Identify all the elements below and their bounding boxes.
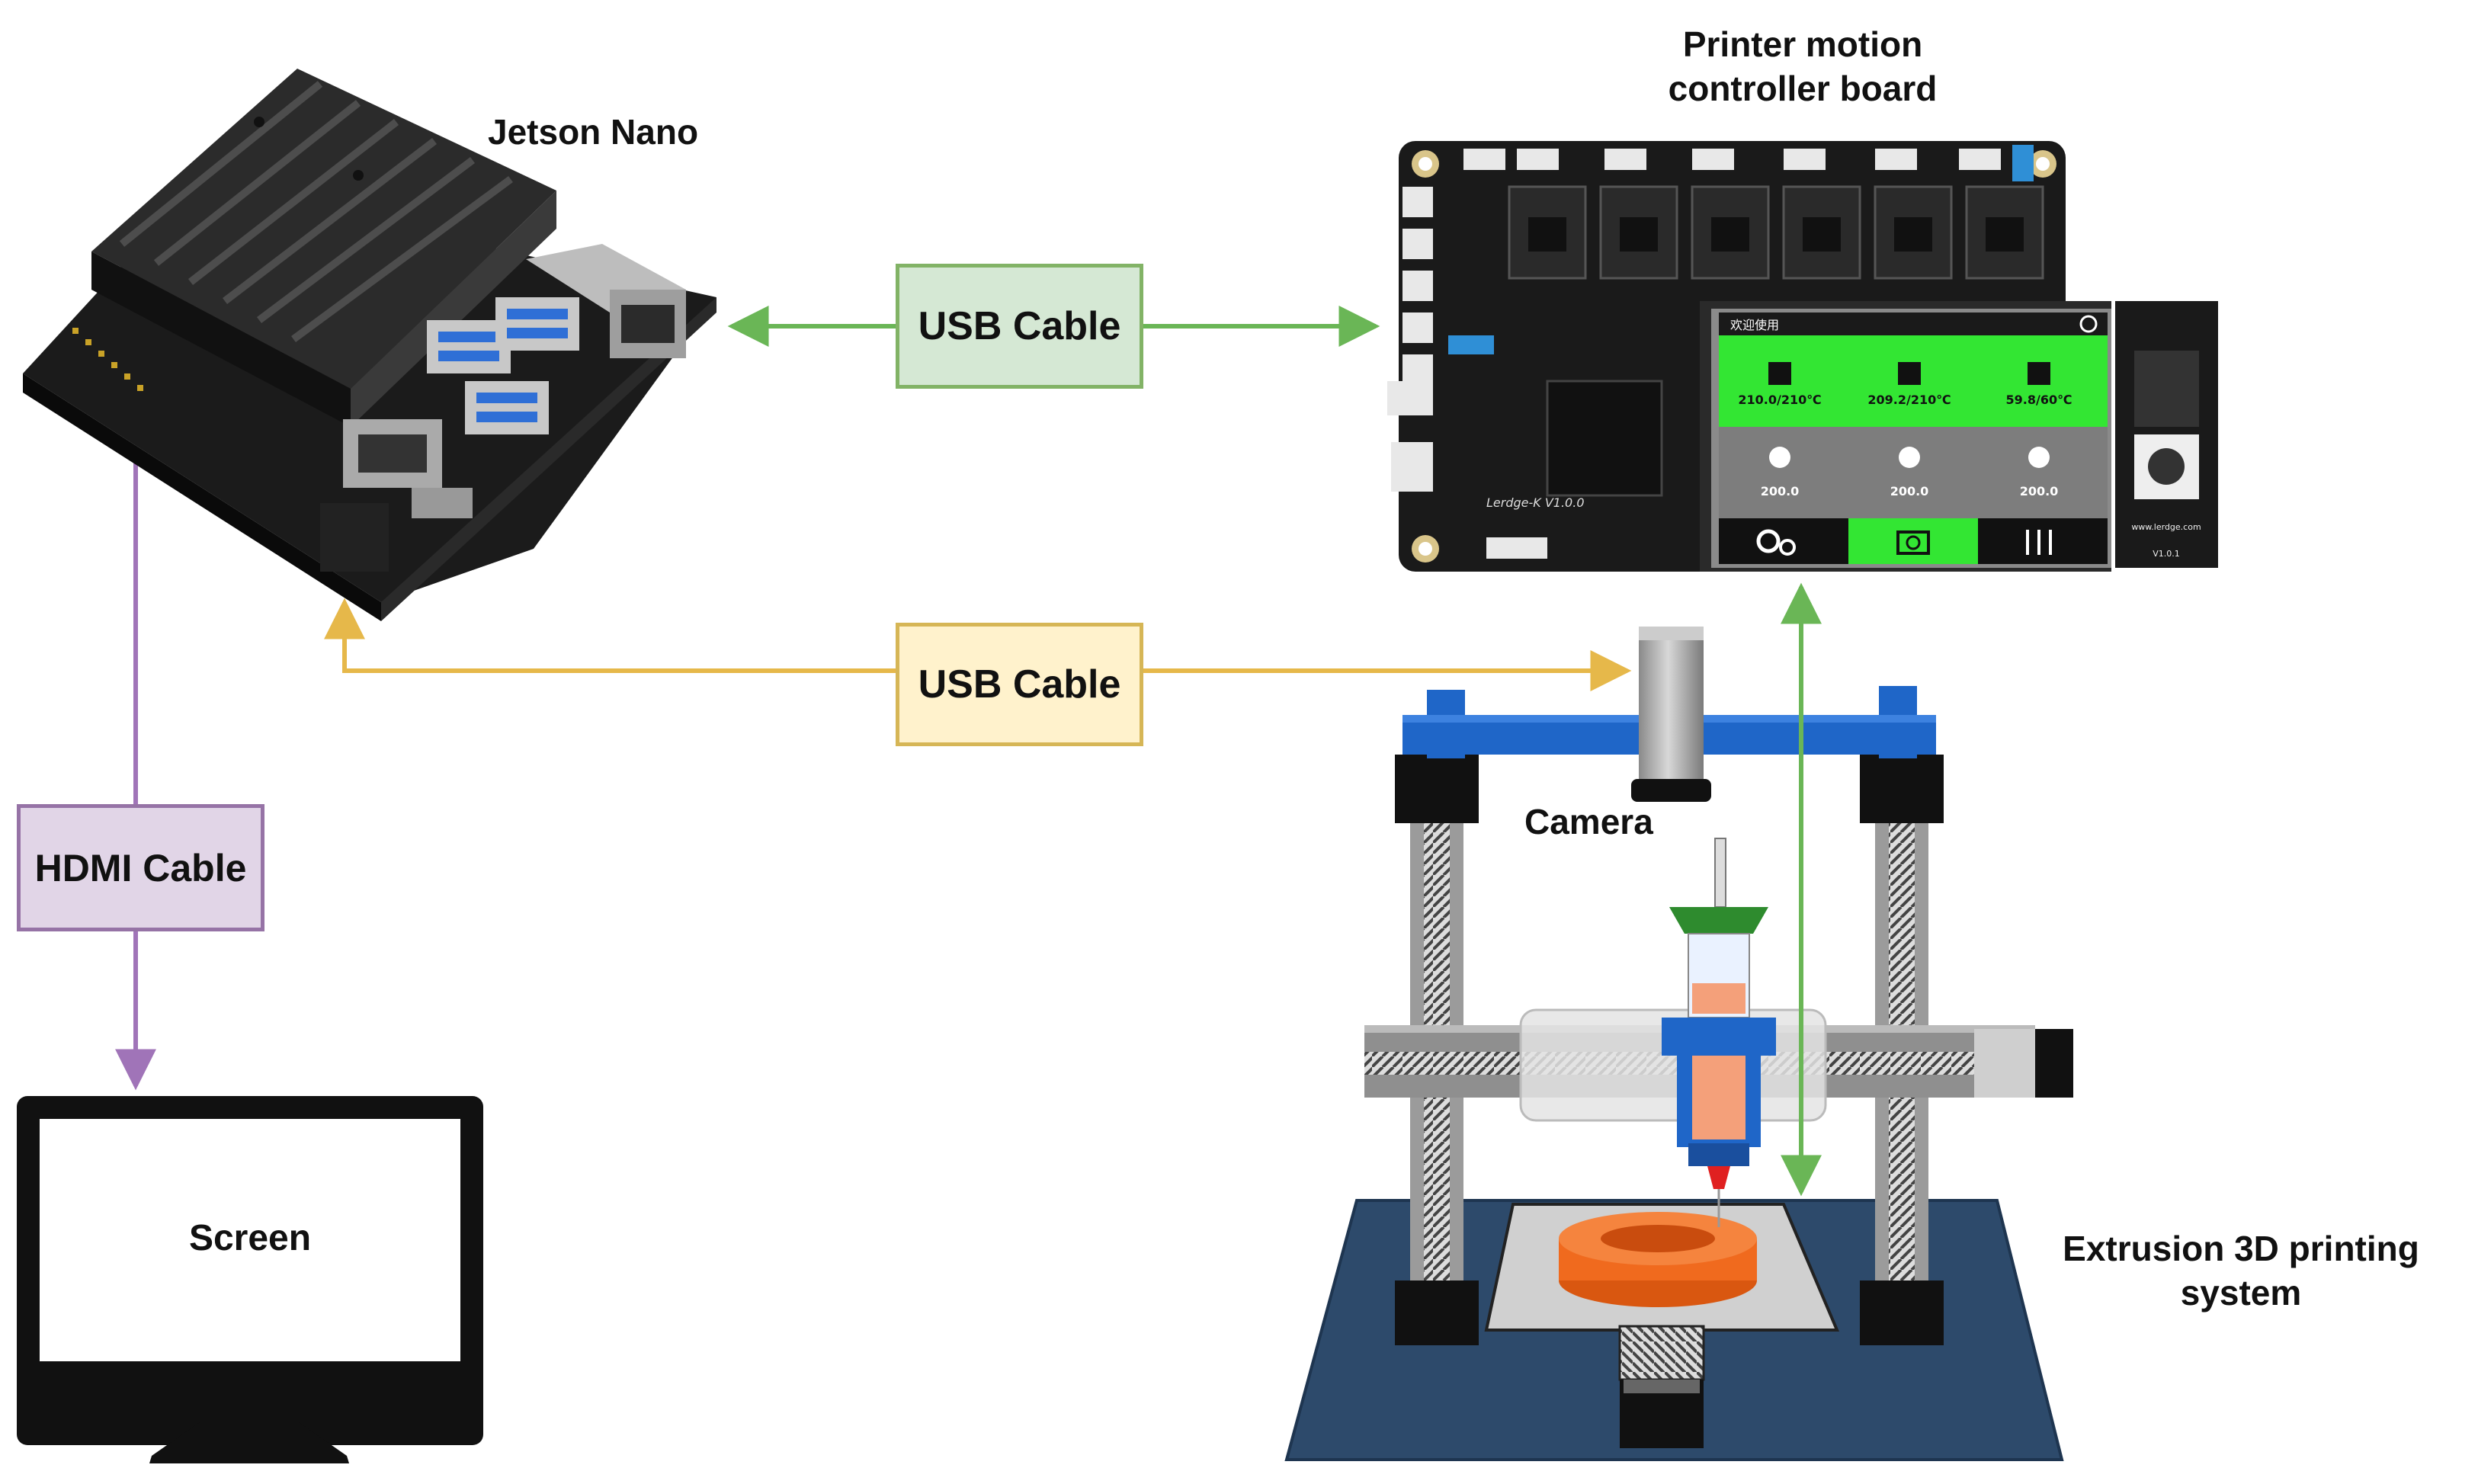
printed-ring bbox=[1559, 1212, 1757, 1307]
sliders-icon bbox=[2026, 530, 2052, 555]
camera-label: Camera bbox=[1524, 802, 1653, 841]
lcd-pos-2: 200.0 bbox=[1890, 484, 1929, 498]
controller-board-label: Printer motion controller board bbox=[1668, 24, 1938, 108]
lcd-pos-1: 200.0 bbox=[1761, 484, 1800, 498]
camera-device bbox=[1631, 627, 1711, 802]
extruder bbox=[1662, 838, 1776, 1227]
board-site-text: www.lerdge.com bbox=[2131, 522, 2201, 532]
hdmi-cable-box: HDMI Cable bbox=[17, 804, 264, 931]
board-version-text: V1.0.1 bbox=[2153, 549, 2180, 559]
heatsink bbox=[91, 69, 556, 427]
lcd-pos-3: 200.0 bbox=[2020, 484, 2059, 498]
usb-ports bbox=[427, 297, 579, 434]
controller-board: Lerdge-K V1.0.0 欢迎使用 210.0/210℃ 209.2/21… bbox=[1387, 141, 2218, 572]
usb-cable-top-box: USB Cable bbox=[896, 264, 1143, 389]
usb-cable-bottom-box: USB Cable bbox=[896, 623, 1143, 746]
stepper-drivers bbox=[1508, 185, 2044, 280]
lcd-temp-2: 209.2/210℃ bbox=[1867, 393, 1951, 407]
board-brand-text: Lerdge-K V1.0.0 bbox=[1486, 495, 1585, 510]
lcd-display: 欢迎使用 210.0/210℃ 209.2/210℃ 59.8/60℃ 200.… bbox=[1700, 301, 2111, 572]
printer-label: Extrusion 3D printing system bbox=[2063, 1229, 2419, 1313]
monitor bbox=[17, 1096, 483, 1463]
jetson-nano-board bbox=[23, 69, 716, 621]
camera-icon bbox=[1896, 530, 1930, 555]
lcd-temp-3: 59.8/60℃ bbox=[2006, 393, 2072, 407]
lcd-header-text: 欢迎使用 bbox=[1730, 318, 1779, 332]
jetson-nano-label: Jetson Nano bbox=[488, 112, 699, 152]
lcd-temp-1: 210.0/210℃ bbox=[1738, 393, 1821, 407]
3d-printer bbox=[1284, 627, 2073, 1461]
settings-icon bbox=[1756, 529, 1796, 556]
screen-label: Screen bbox=[188, 1218, 312, 1258]
encoder-module: www.lerdge.com V1.0.1 bbox=[2115, 301, 2218, 568]
usb-bottom-connector bbox=[324, 598, 1632, 691]
